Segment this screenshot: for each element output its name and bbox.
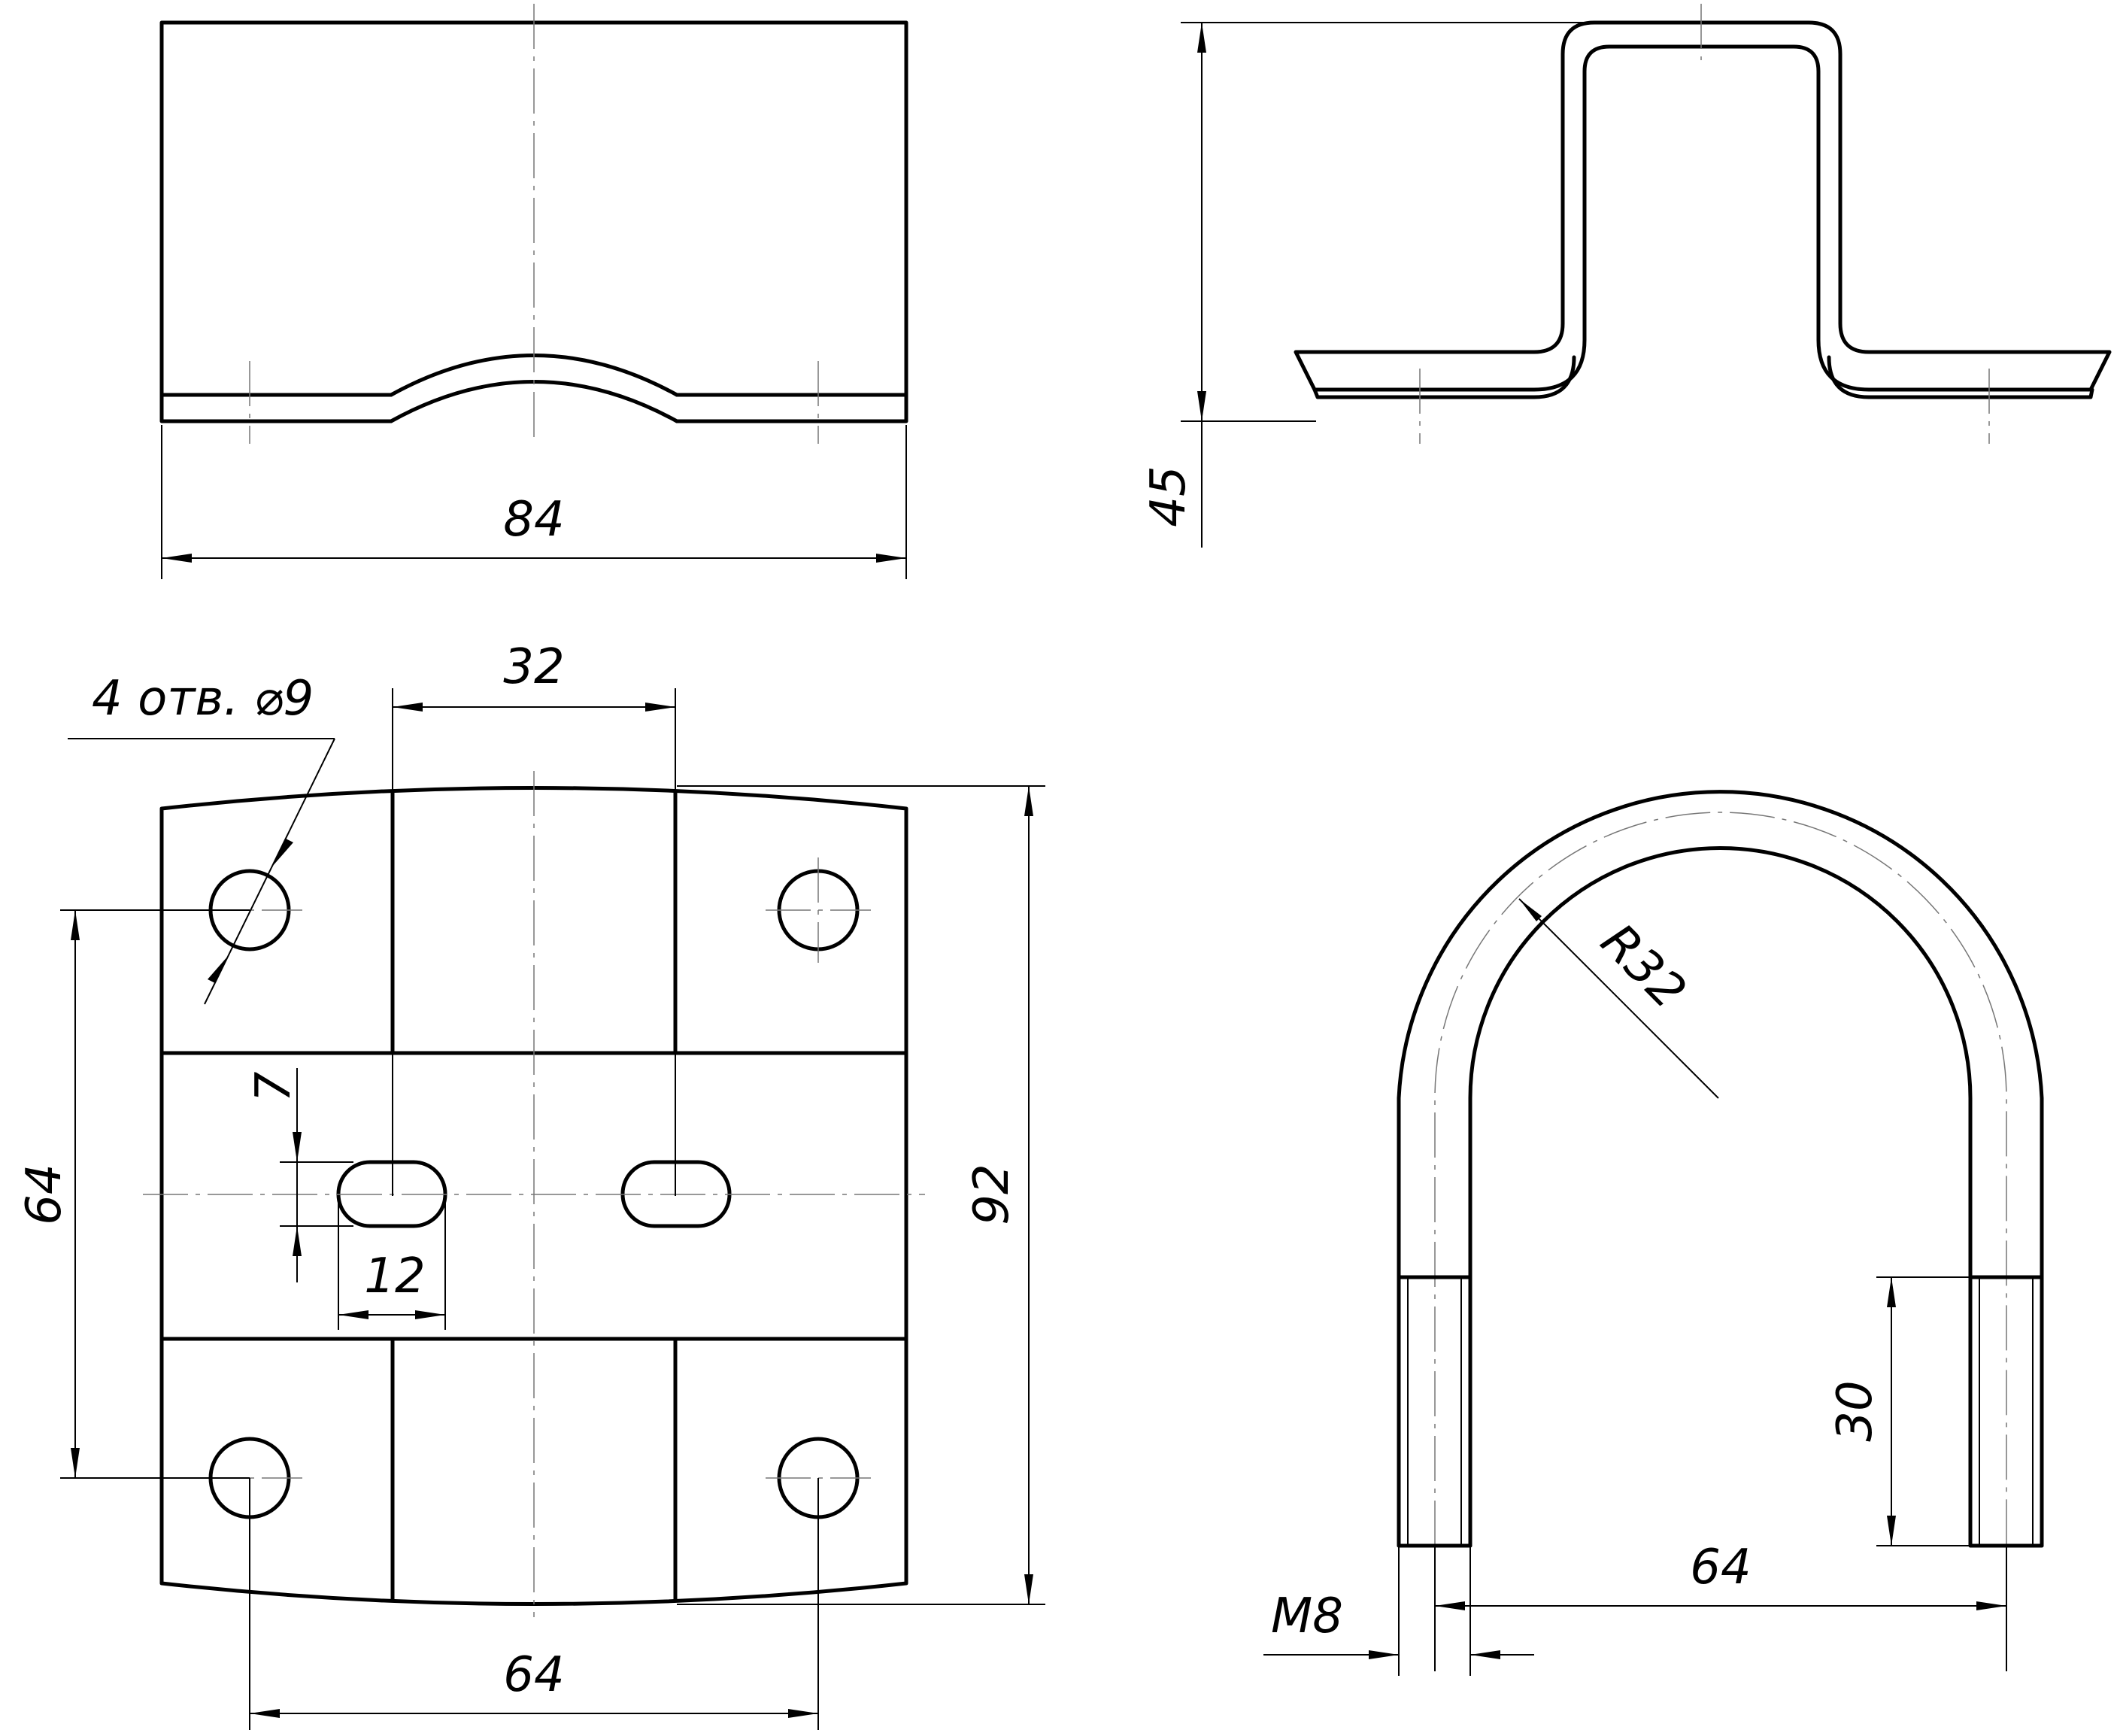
dim-hole-spacing-horizontal: 64 [503,1647,564,1703]
dim-top-width: 84 [503,492,564,548]
dim-hole-spacing-vertical: 64 [17,1164,72,1225]
dim-thread-length: 30 [1827,1380,1883,1441]
dim-slot-length: 12 [364,1249,425,1304]
dim-slot-height: 7 [246,1071,302,1102]
note-holes: 4 отв. ⌀9 [92,671,314,727]
dim-plate-height: 92 [964,1164,1020,1225]
side-view: 45 [1141,4,2112,548]
dim-bend-radius: R32 [1590,913,1696,1019]
u-bolt-view: R32 30 64 M8 [1263,790,2044,1676]
dim-thread-size: M8 [1271,1589,1343,1644]
front-view: 84 [159,4,908,579]
dim-leg-spacing: 64 [1690,1540,1751,1595]
dim-side-height: 45 [1141,466,1196,527]
dim-slot-spacing: 32 [503,639,564,695]
plate-plan-view: 32 4 отв. ⌀9 64 7 12 92 64 [17,639,1045,1730]
